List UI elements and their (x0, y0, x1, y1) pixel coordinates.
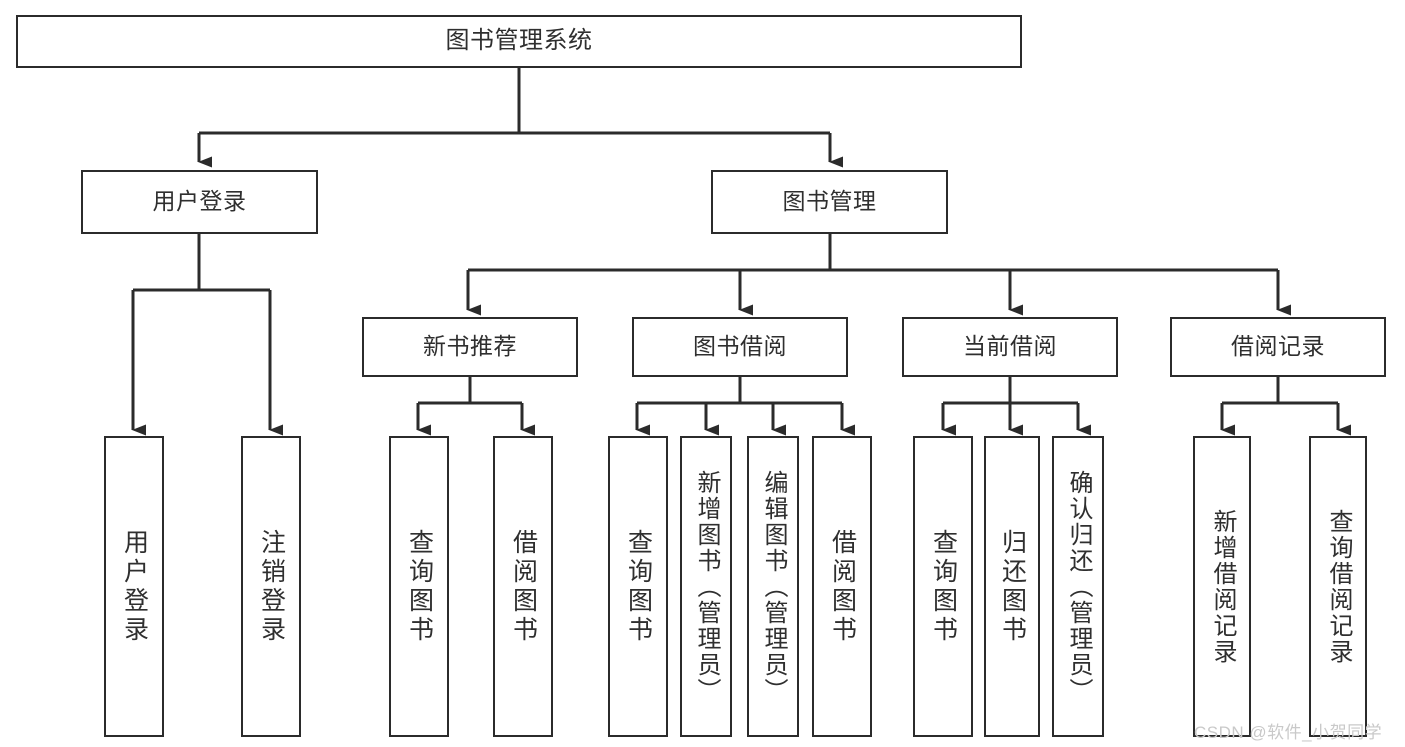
node-root-system[interactable]: 图书管理系统 (16, 15, 1022, 68)
leaf-user-login[interactable]: 用户登录 (104, 436, 164, 737)
node-label: 当前借阅 (963, 333, 1057, 360)
node-label: 归还图书 (998, 528, 1027, 645)
leaf-query-book-3[interactable]: 查询图书 (913, 436, 973, 737)
leaf-query-book-1[interactable]: 查询图书 (389, 436, 449, 737)
leaf-edit-book-admin[interactable]: 编辑图书（管理员） (747, 436, 799, 737)
node-label: 图书管理系统 (445, 27, 593, 55)
node-label: 编辑图书（管理员） (760, 469, 787, 704)
leaf-borrow-book-2[interactable]: 借阅图书 (812, 436, 872, 737)
node-label: 借阅图书 (828, 528, 857, 645)
node-label: 新增图书（管理员） (693, 469, 720, 704)
node-label: 查询图书 (624, 528, 653, 645)
leaf-query-borrow-record[interactable]: 查询借阅记录 (1309, 436, 1367, 737)
node-label: 注销登录 (257, 528, 286, 645)
node-label: 查询图书 (929, 528, 958, 645)
node-borrow-record[interactable]: 借阅记录 (1170, 317, 1386, 377)
node-label: 图书管理 (782, 188, 877, 215)
leaf-query-book-2[interactable]: 查询图书 (608, 436, 668, 737)
leaf-confirm-return-admin[interactable]: 确认归还（管理员） (1052, 436, 1104, 737)
node-label: 借阅记录 (1231, 333, 1325, 360)
node-book-borrow[interactable]: 图书借阅 (632, 317, 848, 377)
leaf-borrow-book-1[interactable]: 借阅图书 (493, 436, 553, 737)
node-book-management[interactable]: 图书管理 (711, 170, 948, 234)
node-label: 用户登录 (120, 528, 149, 645)
node-label: 新书推荐 (423, 333, 517, 360)
node-label: 查询借阅记录 (1325, 508, 1352, 665)
node-label: 图书借阅 (693, 333, 787, 360)
leaf-add-borrow-record[interactable]: 新增借阅记录 (1193, 436, 1251, 737)
node-new-book-recommend[interactable]: 新书推荐 (362, 317, 578, 377)
node-label: 新增借阅记录 (1209, 508, 1236, 665)
csdn-watermark: CSDN @软件_小贺同学 (1194, 723, 1383, 742)
leaf-logout[interactable]: 注销登录 (241, 436, 301, 737)
node-label: 确认归还（管理员） (1065, 469, 1092, 704)
node-label: 查询图书 (405, 528, 434, 645)
leaf-return-book[interactable]: 归还图书 (984, 436, 1040, 737)
node-current-borrow[interactable]: 当前借阅 (902, 317, 1118, 377)
node-label: 用户登录 (152, 188, 247, 215)
node-user-login[interactable]: 用户登录 (81, 170, 318, 234)
node-label: 借阅图书 (509, 528, 538, 645)
leaf-add-book-admin[interactable]: 新增图书（管理员） (680, 436, 732, 737)
